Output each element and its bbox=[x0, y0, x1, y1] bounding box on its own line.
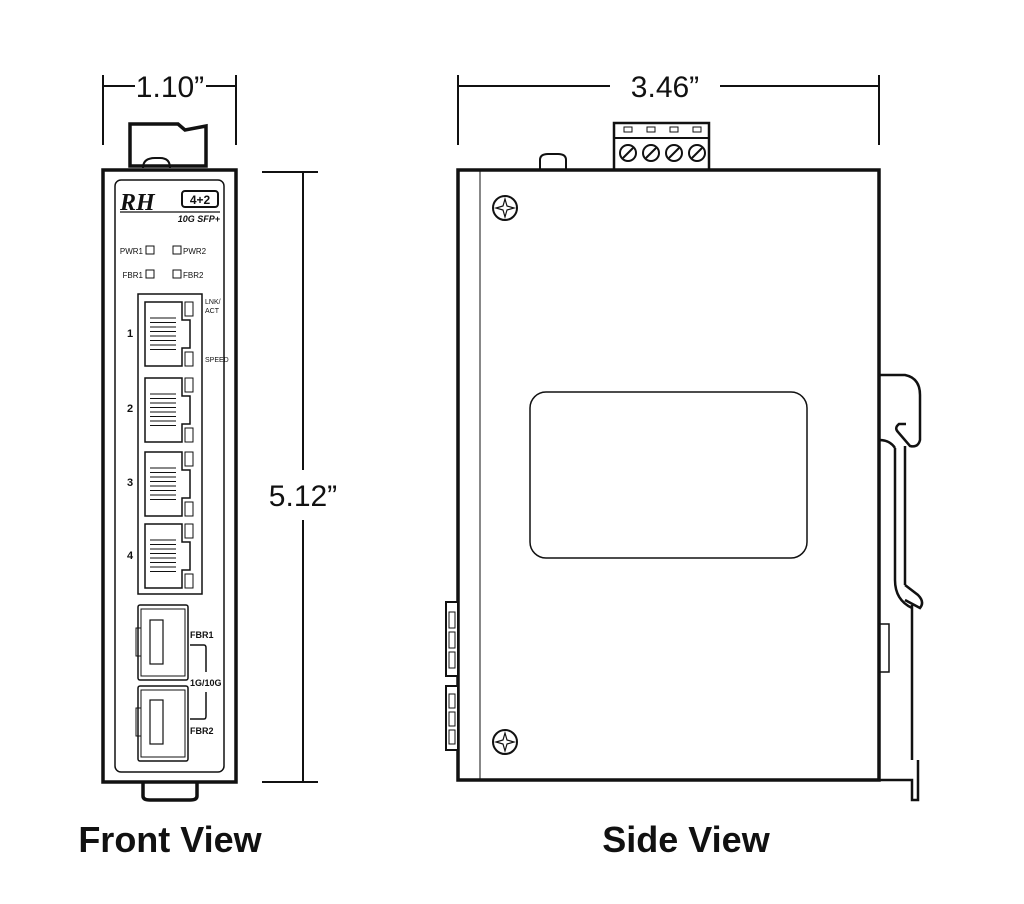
port-number: 3 bbox=[127, 477, 133, 489]
svg-text:LNK/: LNK/ bbox=[205, 299, 221, 306]
depth-label: 3.46” bbox=[631, 71, 699, 104]
svg-text:PWR1: PWR1 bbox=[120, 247, 144, 256]
bottom-clip bbox=[141, 782, 199, 802]
rj45-port bbox=[144, 377, 194, 443]
port-number: 4 bbox=[127, 550, 134, 562]
svg-text:FBR2: FBR2 bbox=[190, 726, 214, 736]
depth-dimension: 3.46” bbox=[457, 71, 880, 145]
svg-text:PWR2: PWR2 bbox=[183, 247, 207, 256]
svg-text:FBR2: FBR2 bbox=[183, 271, 204, 280]
terminal-block bbox=[612, 121, 711, 172]
din-rail-clip bbox=[878, 373, 924, 802]
terminal-screw-icon bbox=[642, 144, 660, 162]
sfp-port-2 bbox=[135, 685, 189, 762]
label-area bbox=[529, 391, 808, 559]
sfp-port-1 bbox=[135, 604, 189, 681]
side-view-caption: Side View bbox=[602, 819, 770, 860]
side-connector bbox=[445, 601, 459, 751]
rj45-port bbox=[144, 451, 194, 517]
led-indicators: PWR1 PWR2 FBR1 FBR2 bbox=[120, 245, 207, 280]
port-number: 2 bbox=[127, 403, 133, 415]
rj45-port bbox=[144, 301, 194, 367]
terminal-slot bbox=[646, 126, 656, 133]
svg-text:1G/10G: 1G/10G bbox=[190, 678, 222, 688]
height-label: 5.12” bbox=[269, 480, 337, 513]
terminal-screw-icon bbox=[619, 144, 637, 162]
front-view-device: RH 4+2 10G SFP+ PWR1 PWR2 FBR1 FBR2 LNK/… bbox=[101, 122, 238, 802]
svg-text:10G SFP+: 10G SFP+ bbox=[178, 214, 221, 224]
terminal-screw-icon bbox=[688, 144, 706, 162]
terminal-slot bbox=[692, 126, 702, 133]
logo: RH 4+2 10G SFP+ bbox=[119, 190, 221, 224]
screw-icon bbox=[492, 195, 518, 221]
width-label: 1.10” bbox=[136, 71, 204, 104]
terminal-slot bbox=[669, 126, 679, 133]
side-view-device bbox=[445, 121, 924, 802]
terminal-screw-icon bbox=[665, 144, 683, 162]
svg-text:ACT: ACT bbox=[205, 308, 220, 315]
rj45-port bbox=[144, 523, 194, 589]
front-view-caption: Front View bbox=[78, 819, 262, 860]
terminal-clip-top bbox=[128, 122, 208, 168]
screw-icon bbox=[492, 729, 518, 755]
svg-text:SPEED: SPEED bbox=[205, 357, 229, 364]
svg-text:FBR1: FBR1 bbox=[123, 271, 144, 280]
terminal-slot bbox=[623, 126, 633, 133]
width-dimension: 1.10” bbox=[102, 71, 237, 145]
svg-text:4+2: 4+2 bbox=[190, 193, 211, 207]
height-dimension: 5.12” bbox=[262, 171, 337, 783]
svg-text:FBR1: FBR1 bbox=[190, 630, 214, 640]
port-number: 1 bbox=[127, 328, 133, 340]
